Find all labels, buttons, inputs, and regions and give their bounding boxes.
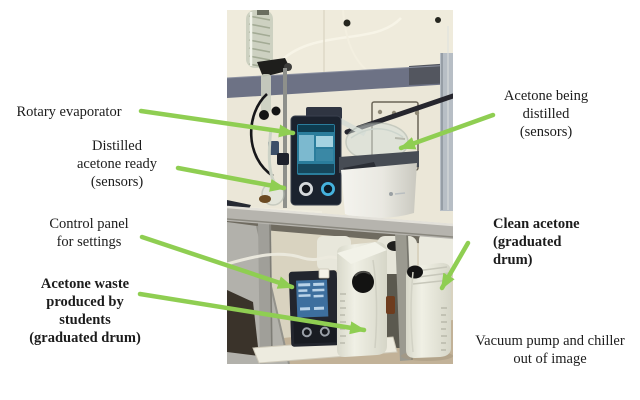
- equipment-photo: [227, 10, 453, 364]
- label-acetone-being-distilled: Acetone being distilled (sensors): [503, 88, 589, 140]
- rotavap-control-panel: [290, 115, 342, 206]
- waste-drum: [337, 241, 387, 357]
- label-clean-acetone-drum: Clean acetone (graduated drum): [493, 216, 580, 268]
- label-acetone-waste-drum: Acetone waste produced by students (grad…: [29, 276, 141, 346]
- label-control-panel: Control panel for settings: [49, 216, 129, 250]
- clean-drum: [401, 262, 453, 361]
- condenser-column: [246, 10, 292, 112]
- interface-device: [288, 270, 340, 347]
- bench-edge: [227, 205, 453, 239]
- amber-bottle: [386, 296, 395, 314]
- label-vacuum-pump-note: Vacuum pump and chiller out of image: [475, 333, 625, 367]
- tube-clip: [318, 268, 330, 279]
- label-rotary-evaporator: Rotary evaporator: [16, 104, 122, 120]
- evaporation-flask: [345, 122, 409, 162]
- label-distilled-acetone-ready: Distilled acetone ready (sensors): [76, 138, 158, 190]
- heating-bath: [339, 151, 419, 218]
